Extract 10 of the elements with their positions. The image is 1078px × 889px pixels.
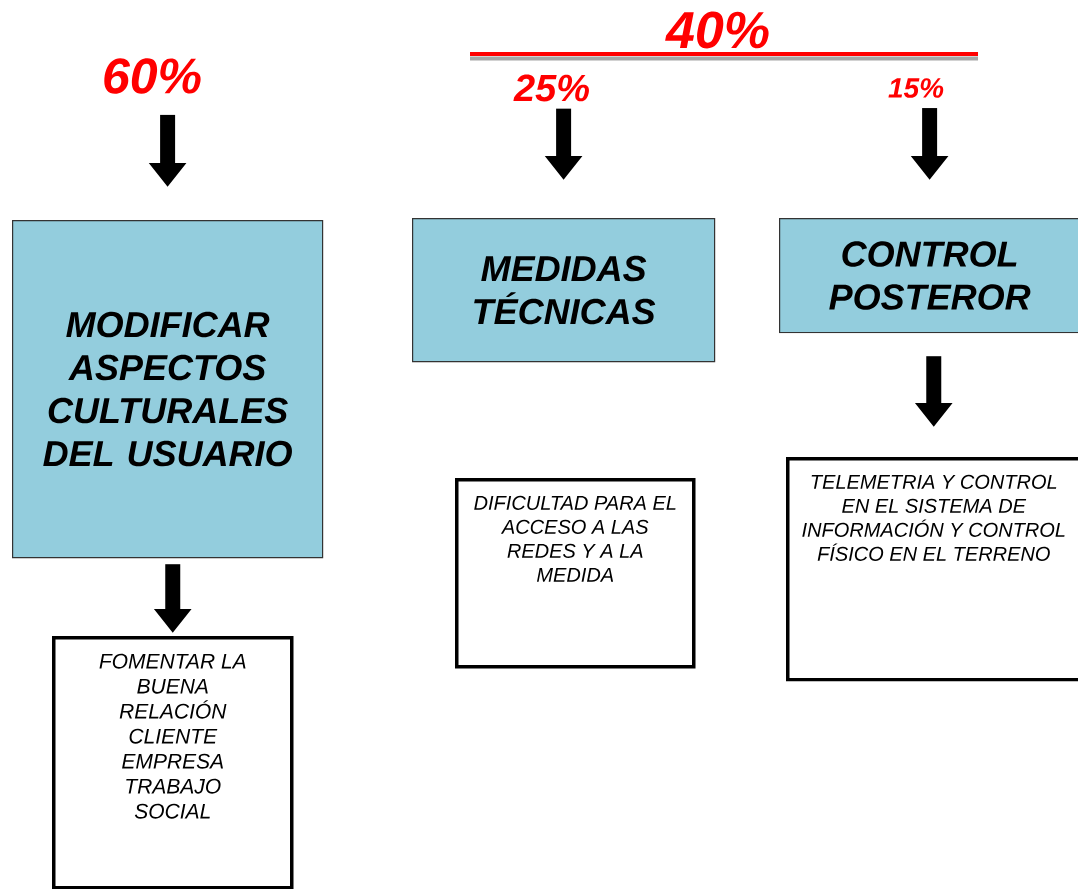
category-box: MODIFICAR ASPECTOS CULTURALES DEL USUARIO <box>12 220 324 559</box>
action-box: DIFICULTAD PARA EL ACCESO A LAS REDES Y A LA MEDIDA <box>455 478 696 669</box>
action-box: FOMENTAR LA BUENA RELACIÓN CLIENTE EMPRESA TRABAJO SOCIAL <box>52 636 294 889</box>
percentage-label: 15% <box>888 78 944 98</box>
percentage-label: 60% <box>104 58 201 94</box>
action-box: TELEMETRIA Y CONTROL EN EL SISTEMA DE INFORMACIÓN Y CONTROL FÍSICO EN EL TERRENO <box>786 457 1078 682</box>
percentage-label: 40% <box>665 11 769 49</box>
percentage-label: 25% <box>513 74 589 102</box>
category-box: MEDIDAS TÉCNICAS <box>412 218 716 363</box>
category-box: CONTROL POSTEROR <box>779 218 1078 334</box>
